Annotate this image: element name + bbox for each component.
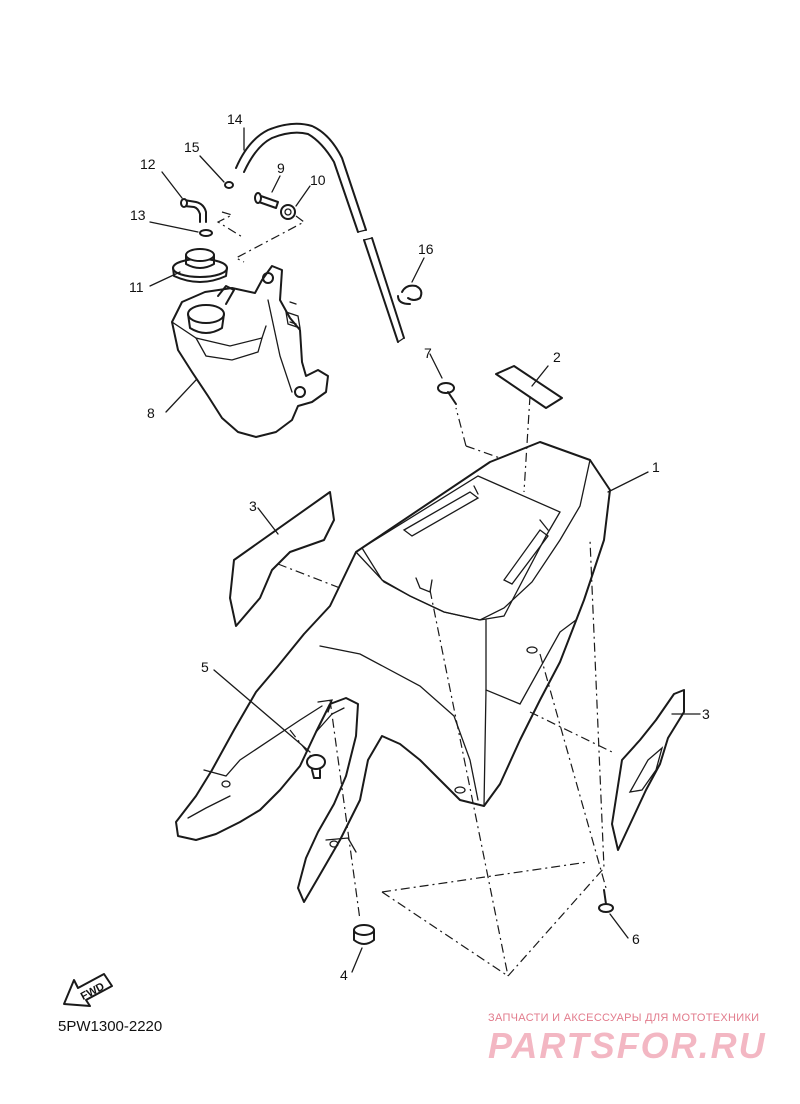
callout-numbers: 14 15 12 9 10 13 16 11 7 2 8 1 3 3 5 6 4 [129,111,710,983]
callout-3-left: 3 [249,498,257,514]
callout-12: 12 [140,156,156,172]
callout-7: 7 [424,345,432,361]
diagram-code: 5PW1300-2220 [58,1018,163,1035]
callout-9: 9 [277,160,285,176]
callout-6: 6 [632,931,640,947]
callout-5: 5 [201,659,209,675]
damper-4 [353,924,375,945]
screw-6 [598,889,614,913]
assembly-guides [277,395,613,977]
overflow-pipe [235,122,405,343]
callout-8: 8 [147,405,155,421]
callout-15: 15 [184,139,200,155]
grommet-5 [306,754,326,779]
watermark-tagline: ЗАПЧАСТИ И АКСЕССУАРЫ ДЛЯ МОТОТЕХНИКИ [488,1012,760,1024]
watermark-logo: PARTSFOR.RU [488,1025,767,1066]
callout-1: 1 [652,459,660,475]
callout-10: 10 [310,172,326,188]
callout-16: 16 [418,241,434,257]
side-emblem-right [611,689,685,851]
fwd-arrow: FWD [63,973,113,1007]
callout-3-right: 3 [702,706,710,722]
callout-11: 11 [129,279,144,295]
screw-7 [437,382,457,405]
small-hose [180,181,234,237]
callout-14: 14 [227,111,243,127]
fwd-label: FWD [79,980,107,1002]
callout-4: 4 [340,967,348,983]
callout-13: 13 [130,207,146,223]
tank-cap [172,248,228,283]
leader-lines [149,127,701,973]
callout-2: 2 [553,349,561,365]
pipe-clamp [397,284,423,305]
reservoir-tank [171,265,329,438]
side-emblem-left [229,491,335,627]
label-sticker [495,365,563,409]
bolt-and-nut [254,192,296,220]
seat-cowling [175,441,611,903]
